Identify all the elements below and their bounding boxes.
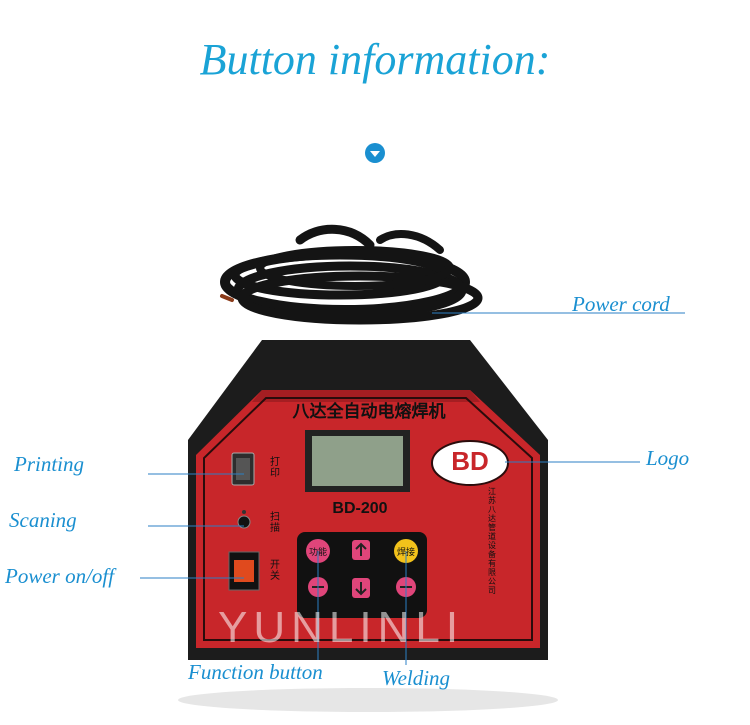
power-cord-coil	[220, 224, 483, 325]
label-power-cord: Power cord	[572, 292, 670, 316]
label-logo: Logo	[646, 446, 690, 470]
watermark-text: YUNLINLI	[218, 603, 465, 652]
label-welding: Welding	[382, 666, 451, 690]
weld-key-label: 焊接	[396, 548, 415, 558]
label-scaning: Scaning	[9, 508, 77, 532]
device-model: BD-200	[332, 500, 388, 517]
chevron-down-icon	[365, 143, 385, 163]
print-label-cn: 打印	[270, 457, 280, 479]
page-title: Button information:	[199, 35, 551, 84]
label-function-button: Function button	[188, 660, 323, 684]
scan-label-cn: 扫描	[270, 512, 280, 534]
label-printing: Printing	[14, 452, 85, 476]
device-title-cn: 八达全自动电熔焊机	[292, 402, 446, 422]
maker-label-cn: 江苏八达管道设备有限公司	[488, 487, 496, 595]
logo-text: BD	[451, 446, 489, 476]
switch-label-cn: 开关	[270, 560, 280, 582]
function-key-label: 功能	[308, 548, 327, 558]
label-power-onoff: Power on/off	[5, 564, 115, 588]
